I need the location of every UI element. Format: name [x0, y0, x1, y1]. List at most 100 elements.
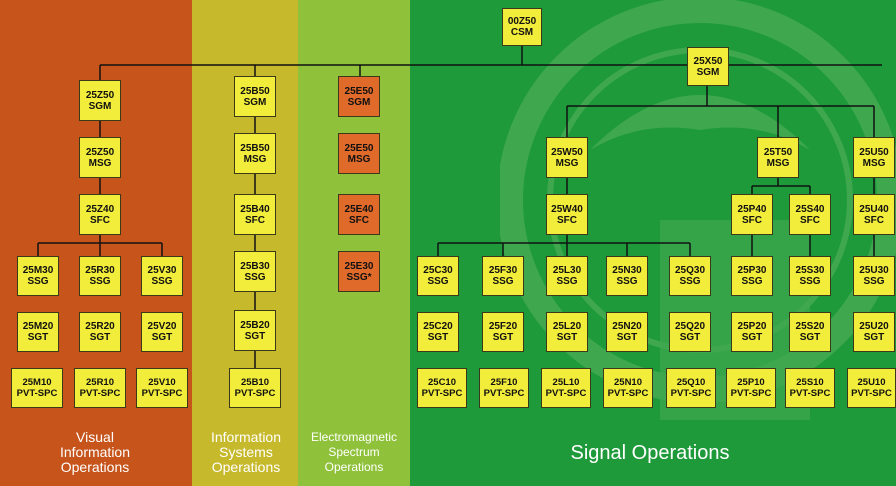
box-code: 25C20 — [423, 321, 453, 332]
box-rank: PVT-SPC — [545, 388, 587, 399]
box-rank: SGT — [741, 332, 763, 343]
label-line: Spectrum — [328, 445, 380, 459]
box-rank: PVT-SPC — [670, 388, 712, 399]
box-rank: SSG — [616, 276, 638, 287]
label-line: Operations — [60, 459, 130, 475]
box-rank: SFC — [349, 214, 369, 226]
label-line: Operations — [324, 460, 384, 474]
label-line: Operations — [211, 459, 281, 475]
box-code: 25B30 — [240, 260, 270, 272]
box-code: 25F20 — [488, 321, 518, 332]
box-code: 25N30 — [612, 265, 642, 276]
box-code: 25E50 — [344, 142, 374, 154]
box-rank: SGM — [347, 96, 371, 108]
box-code: 25B20 — [240, 319, 270, 331]
label-line: Electromagnetic — [310, 430, 398, 444]
box-code: 25T50 — [763, 146, 793, 158]
box-rank: PVT-SPC — [141, 388, 183, 399]
csm-rank: CSM — [510, 27, 534, 38]
box-rank: SGT — [799, 332, 821, 343]
box-code: 25F10 — [490, 377, 518, 388]
box-rank: SSG — [89, 276, 111, 287]
box-code: 25P40 — [737, 203, 767, 215]
box-code: 25Z50 — [85, 89, 115, 101]
csm-code: 00Z50 — [507, 16, 537, 27]
box-rank: SGT — [244, 330, 266, 342]
box-code: 25U30 — [859, 265, 889, 276]
box-code: 25U20 — [859, 321, 889, 332]
box-code: 25S40 — [795, 203, 825, 215]
box-code: 25Q10 — [676, 377, 706, 388]
electromagnetic-spectrum-label: Electromagnetic Spectrum Operations — [298, 430, 410, 475]
information-systems-label: Information Systems Operations — [196, 430, 296, 475]
box-rank: SGT — [556, 332, 578, 343]
signal-operations-label: Signal Operations — [570, 442, 730, 464]
box-rank: SGM — [88, 100, 112, 112]
box-rank: SSG — [556, 276, 578, 287]
label-line: Information — [59, 444, 131, 460]
box-code: 25V10 — [148, 377, 176, 388]
box-code: 25V30 — [147, 265, 177, 276]
box-rank: PVT-SPC — [16, 388, 58, 399]
box-rank: SSG — [799, 276, 821, 287]
box-code: 25U10 — [857, 377, 886, 388]
label-line: Systems — [219, 444, 273, 460]
box-code: 25M30 — [22, 265, 54, 276]
box-rank: SGT — [616, 332, 638, 343]
box-code: 25C30 — [423, 265, 453, 276]
box-rank: SGT — [492, 332, 514, 343]
x50-code: 25X50 — [693, 55, 723, 67]
box-rank: PVT-SPC — [79, 388, 121, 399]
box-rank: SFC — [90, 214, 110, 226]
box-code: 25B40 — [240, 203, 270, 215]
box-code: 25E30 — [344, 260, 374, 272]
box-code: 25N10 — [614, 377, 642, 388]
box-code: 25P20 — [737, 321, 767, 332]
box-rank: SGT — [151, 332, 173, 343]
label-line: Visual — [76, 429, 114, 445]
box-rank: MSG — [862, 157, 886, 169]
box-code: 25M20 — [22, 321, 54, 332]
box-rank: SGM — [243, 96, 267, 108]
box-rank: SSG — [863, 276, 885, 287]
box-rank: PVT-SPC — [483, 388, 525, 399]
box-code: 25Z40 — [85, 203, 115, 215]
box-code: 25P10 — [737, 377, 765, 388]
